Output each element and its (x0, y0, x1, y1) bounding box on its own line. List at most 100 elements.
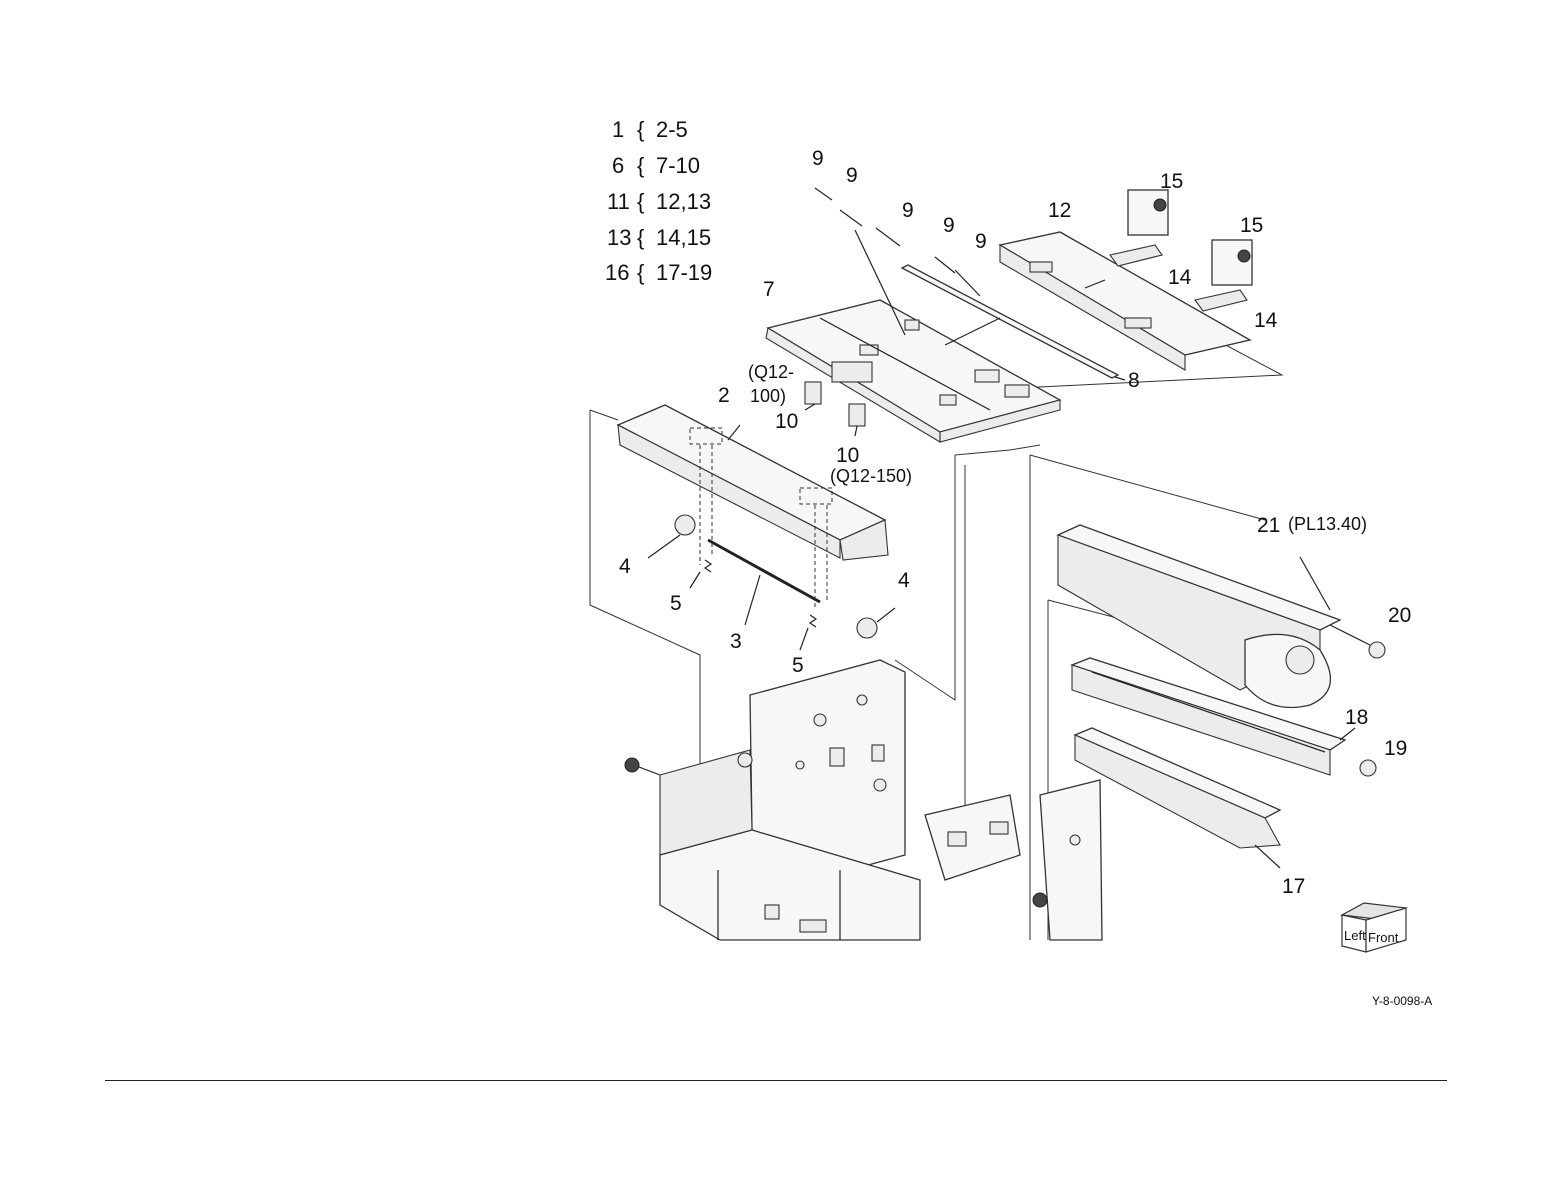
chute-slot (860, 345, 878, 355)
frame-slot (765, 905, 779, 919)
actuator-14 (1195, 290, 1247, 311)
sensor-bracket (1128, 190, 1168, 235)
sensor-bracket (1212, 240, 1252, 285)
screw-icon (625, 758, 660, 775)
callout-15: 15 (1240, 214, 1263, 237)
legend-parent: 1 (612, 117, 624, 142)
reference-q12-100: (Q12- (748, 362, 794, 382)
callout-4: 4 (619, 555, 631, 578)
legend-children: 2-5 (656, 117, 688, 142)
legend-children: 12,13 (656, 189, 711, 214)
frame-hole (738, 753, 752, 767)
legend-brace: { (637, 117, 644, 142)
bearing-4 (675, 515, 695, 535)
frame-hole (1070, 835, 1080, 845)
actuator (840, 210, 862, 226)
legend-children: 7-10 (656, 153, 700, 178)
actuator (815, 188, 832, 200)
side-frame (1040, 780, 1102, 940)
legend-parent: 16 (605, 260, 629, 285)
leader-21 (1300, 557, 1330, 610)
leader-4 (648, 535, 680, 558)
reference-q12-150: (Q12-150) (830, 466, 912, 486)
callout-9: 9 (943, 214, 955, 237)
sensor-15 (1238, 250, 1250, 262)
guide17-front (1075, 735, 1280, 848)
callout-14: 14 (1254, 309, 1278, 332)
callout-4: 4 (898, 569, 910, 592)
frame-hole (857, 695, 867, 705)
callout-9: 9 (975, 230, 987, 253)
knob-19 (1360, 760, 1376, 776)
chute-slot (975, 370, 999, 382)
frame-hole (814, 714, 826, 726)
chute-slot (940, 395, 956, 405)
leader-5 (690, 572, 700, 588)
part-17-guide (1075, 728, 1280, 868)
callout-20: 20 (1388, 604, 1411, 627)
switch-10 (805, 382, 821, 404)
callout-2: 2 (718, 384, 730, 407)
frame-slot (800, 920, 826, 932)
reference-q12-100: 100) (750, 386, 786, 406)
legend-parent: 13 (607, 225, 631, 250)
cover-slot (1030, 262, 1052, 272)
pwb-bracket (925, 780, 1102, 940)
leader-4 (877, 608, 895, 622)
legend-row: 6 { 7-10 (612, 153, 700, 178)
leader-9-chute (945, 318, 1000, 345)
frame-slot (872, 745, 884, 761)
frame-slot (830, 748, 844, 766)
shaft-3 (708, 540, 820, 602)
actuator (935, 257, 955, 273)
reference-pl13-40: (PL13.40) (1288, 514, 1367, 534)
leader-10 (805, 404, 815, 410)
actuator (876, 228, 900, 246)
actuator-14 (1110, 245, 1162, 266)
legend-parent: 6 (612, 153, 624, 178)
switch-10 (849, 404, 865, 426)
knob-20 (1369, 642, 1385, 658)
callout-14: 14 (1168, 266, 1192, 289)
spring-5 (705, 560, 711, 572)
leader-10 (855, 426, 857, 436)
frame-hole (874, 779, 886, 791)
cube-front-label: Front (1368, 930, 1399, 945)
callout-9: 9 (812, 147, 824, 170)
leader-20 (1330, 625, 1370, 645)
unit-gear (1286, 646, 1314, 674)
legend-brace: { (637, 153, 644, 178)
screw-icon (1033, 893, 1047, 907)
leader-18 (1340, 728, 1355, 740)
bracket-window (990, 822, 1008, 834)
legend-row: 11 { 12,13 (607, 189, 711, 214)
callout-21: 21 (1257, 514, 1280, 537)
spring-5 (810, 615, 816, 627)
callout-7: 7 (763, 278, 775, 301)
callout-18: 18 (1345, 706, 1368, 729)
callout-15: 15 (1160, 170, 1183, 193)
leader-3 (745, 575, 760, 625)
bracket-box (925, 795, 1020, 880)
chute-slot (905, 320, 919, 330)
callout-17: 17 (1282, 875, 1305, 898)
callout-9: 9 (846, 164, 858, 187)
legend-parent: 11 (607, 189, 630, 214)
frame-mid-top (955, 445, 1040, 455)
legend-row: 1 { 2-5 (612, 117, 688, 142)
leader-2 (728, 425, 740, 440)
legend-children: 17-19 (656, 260, 712, 285)
leader-5 (800, 628, 808, 650)
figure-code: Y-8-0098-A (1372, 994, 1432, 1008)
legend-brace: { (637, 189, 644, 214)
callout-12: 12 (1048, 199, 1071, 222)
callout-19: 19 (1384, 737, 1407, 760)
callout-5: 5 (670, 592, 682, 615)
leader-17 (1255, 845, 1280, 868)
switch-bracket (832, 362, 872, 382)
callout-3: 3 (730, 630, 742, 653)
callout-8: 8 (1128, 369, 1140, 392)
cube-left-label: Left (1344, 928, 1366, 943)
legend-brace: { (637, 260, 644, 285)
